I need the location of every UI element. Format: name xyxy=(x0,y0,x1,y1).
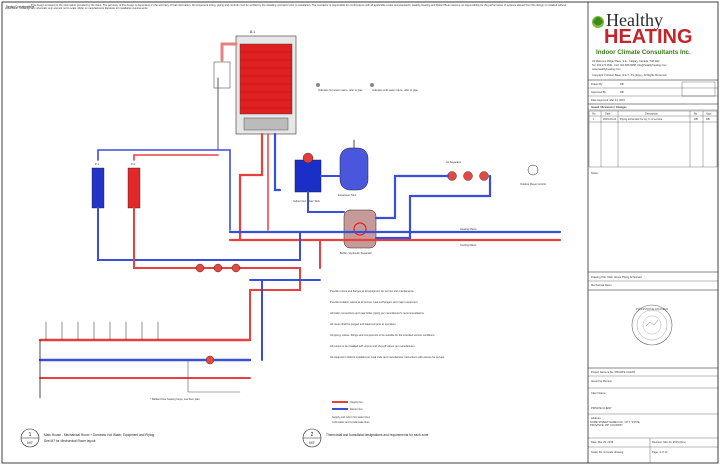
client-label: Client Name: xyxy=(591,391,606,395)
outdoor-reset: Outdoor Reset Control xyxy=(520,164,546,186)
panel-radiators: P-1 P-2 xyxy=(91,162,141,209)
logo-word-healthy: Healthy xyxy=(606,10,663,30)
legend-note-1: Supply and return hot water lines xyxy=(332,415,371,419)
note-cold: Indicates cold water mains, refer to pla… xyxy=(372,88,418,92)
company-web: www.healthyheating.com xyxy=(592,67,621,71)
company-address: 34 Welcome Ridge Place, S.E., Calgary, C… xyxy=(592,59,660,63)
disclaimer-body: This design is based on the information … xyxy=(5,4,567,11)
drawn-label: Drawn By xyxy=(591,82,603,86)
col-by: By xyxy=(694,112,698,116)
detail-reference-2: 2 M7 Thermostat and humidistat designati… xyxy=(302,428,429,448)
vent-terminal xyxy=(213,61,231,89)
buffer-label: Buffer / Hydraulic Separator xyxy=(340,251,372,255)
issued-label: Issued for Review xyxy=(591,379,612,383)
notes-label: Notes: xyxy=(591,171,599,175)
page-label: Page: 2 of 12 xyxy=(652,450,668,454)
cooling-mains-label: Cooling Mains xyxy=(460,243,477,247)
ref-number: 1 xyxy=(29,432,32,438)
logo-word-heating: HEATING xyxy=(604,26,693,48)
radiant-manifold: * Radiant floor heating loops, see floor… xyxy=(38,279,263,401)
rev1-no: 1 xyxy=(593,117,595,121)
rev1-desc: Piping schematic for sq. ft. of service xyxy=(620,117,663,121)
schematic: B-1 Indicates hot water mains, refer to … xyxy=(38,30,562,401)
revision-table: No. Date Description By Appr. 1 2015-03-… xyxy=(588,110,718,168)
legend-note-2: Cold water and condensate lines xyxy=(332,420,370,424)
ref2-sheet: M7 xyxy=(309,440,315,445)
revision-header: Issued / Revisions / Changes xyxy=(591,105,627,109)
title-block: Healthy HEATING Indoor Climate Consultan… xyxy=(587,2,718,463)
panel-label-2: P-2 xyxy=(131,162,136,166)
rev1-date: 2015-03-24 xyxy=(603,117,617,121)
approved-value: RB xyxy=(620,90,624,94)
company-copyright: Copyright © Robert Bean, R.E.T., P.L.(En… xyxy=(592,73,667,77)
ref2-title: Thermostat and humidistat designations a… xyxy=(326,433,429,437)
boiler: B-1 xyxy=(235,30,297,135)
radiant-note: * Radiant floor heating loops, see floor… xyxy=(150,397,200,401)
address-value: SOME STREET NAME N.W., CITY, STATE, PROV… xyxy=(590,421,641,427)
note-5: All piping, valves, fittings and compone… xyxy=(330,333,435,337)
approved-label: Approved By xyxy=(591,90,607,94)
col-date: Date xyxy=(605,112,611,116)
heating-mains-label: Heating Mains xyxy=(460,227,477,231)
legend-return: Return line xyxy=(350,407,363,411)
logo-tagline: Indoor Climate Consultants Inc. xyxy=(596,49,691,56)
note-6: All pumps to be installed with unions an… xyxy=(330,344,416,348)
legend-valve-notes: Indicates hot water mains, refer to plan… xyxy=(316,83,418,92)
client-value: PRIVATE CLIENT xyxy=(591,406,612,410)
ref-sheet: M7 xyxy=(27,440,33,445)
buffer-tank: Buffer / Hydraulic Separator xyxy=(340,209,377,255)
rev1-appr: RB xyxy=(706,117,710,121)
note-1: Provide unions and flanges at all equipm… xyxy=(330,289,415,293)
rev1-by: RB xyxy=(694,117,698,121)
detail-reference-1: 1 M7 Main House - Mechanical Room + Dome… xyxy=(20,428,154,448)
date-approved: Date Approved: Mar 24, 2015 xyxy=(591,98,625,102)
revision-date: Revision: Mar 24, 2015 (Rev) xyxy=(652,440,686,444)
zone-pumps: Air Separator xyxy=(446,160,489,181)
ref-title: Main House - Mechanical Room + Domestic … xyxy=(44,433,154,437)
note-7: All equipment shall be installed per loc… xyxy=(330,355,445,359)
address-box: SOME STREET NAME N.W., CITY, STATE, PROV… xyxy=(590,421,641,427)
project-label: Project Name & No: PRIVATE CLIENT xyxy=(591,370,636,374)
col-no: No. xyxy=(592,112,596,116)
address-label: Address: xyxy=(591,416,602,420)
mid-pumps xyxy=(195,263,241,365)
dhw-tank-label: Indirect Hot Water Tank xyxy=(293,199,321,203)
ref2-number: 2 xyxy=(311,432,314,438)
col-appr: Appr. xyxy=(706,112,712,116)
drawing-title: Drawing Title: Main House Piping Schemat… xyxy=(591,275,643,279)
ref-scale: See M7 for Mechanical Room layout xyxy=(44,439,95,443)
general-notes: Provide unions and flanges at all equipm… xyxy=(330,289,445,359)
note-4: All zones shall be purged and balanced p… xyxy=(330,322,397,326)
scale-label: Scale: Do not scale drawing xyxy=(591,450,624,454)
boiler-tag: B-1 xyxy=(250,30,255,34)
note-3: All boiler connections and near boiler p… xyxy=(330,311,425,315)
disclaimer-text-box: This design is based on the information … xyxy=(5,4,567,11)
outdoor-reset-label: Outdoor Reset Control xyxy=(520,182,546,186)
note-hot: Indicates hot water mains, refer to plan xyxy=(318,88,363,92)
panel-label-1: P-1 xyxy=(95,162,100,166)
drawing-subtitle: Mechanical Room xyxy=(591,283,612,287)
pipe-legend: Supply line Return line Supply and retur… xyxy=(332,400,371,424)
logo: Healthy HEATING Indoor Climate Consultan… xyxy=(592,10,693,56)
engineer-seal: PROFESSIONAL ENGINEER xyxy=(631,304,673,346)
col-desc: Description xyxy=(645,112,659,116)
expansion-tank: Expansion Tank xyxy=(338,139,369,197)
drawn-value: RB xyxy=(620,82,624,86)
disclaimer-lead: Design Considerations xyxy=(6,5,35,9)
company-phone: Tel: 403.270.0641, Cell: 403.680.6958, i… xyxy=(592,63,667,67)
legend-supply: Supply line xyxy=(350,400,363,404)
seal-text: PROFESSIONAL ENGINEER xyxy=(636,308,668,311)
air-sep-label: Air Separator xyxy=(446,160,461,164)
expansion-label: Expansion Tank xyxy=(338,193,357,197)
date-label: Date: Mar 24, 2015 xyxy=(591,440,614,444)
note-2: Provide isolation valves at all pumps, h… xyxy=(330,300,419,304)
